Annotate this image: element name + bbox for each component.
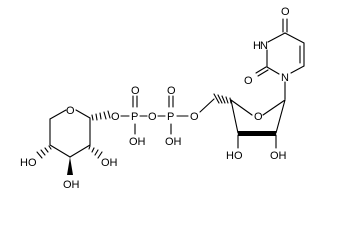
c4-oh-hashed-bond [36,145,52,159]
pyranose-oh-bottom: OH [63,179,80,191]
c2-c1-bond [275,99,286,134]
uracil-n1: N [281,72,289,84]
c6-n1-bond [290,65,305,74]
phosphate-left-oh: OH [129,136,146,148]
c3-c2-bond [69,144,91,158]
c3-c2-bold-bond [238,131,276,136]
structure-diagram: O H N O N O HO OH O P O OH O P O OH [20,6,305,191]
c2-oh-hashed-bond [88,145,103,159]
c1-o-hashed-bond [91,110,111,121]
c4-c5-hashed-bond [213,93,232,104]
c3-oh-wedge-bond [67,157,73,175]
c4-n3-bond [267,32,286,43]
ribose-ring-o: O [254,111,263,123]
phosphate-left-o: O [131,85,140,97]
ribose-oh-right: OH [270,150,287,162]
c5-o-bond [199,98,215,113]
uracil-o-top: O [281,6,290,18]
phosphate-left-p: P [131,111,138,123]
linker-o: O [190,111,199,123]
uracil-o-left: O [244,75,253,87]
n1-c2-bond [266,66,280,75]
c1-o4-bond [262,99,286,116]
molecule-structure: O H N O N O HO OH O P O OH O P O OH [20,6,305,191]
bridge-o: O [148,111,157,123]
ribose-ring-bonds [199,93,286,149]
phosphate-right-p: P [167,111,174,123]
ribose-oh-left: HO [226,150,243,162]
c2-o-bond [255,66,267,74]
c4-c3-bond [230,99,239,134]
pyranose-oh-right: OH [101,157,118,169]
phosphate-right-oh: OH [165,136,182,148]
uracil-nh-n: N [260,40,268,52]
phosphate-right-o: O [167,85,176,97]
uracil-nh-h: H [253,40,261,52]
pyranose-ring-bonds [36,109,111,175]
o5-c5-bond [49,109,67,120]
c4-c5-bond [284,32,305,44]
o4-c4-bond [230,99,253,116]
c2-o-double-bond [257,69,269,77]
pyranose-oh-left: HO [20,157,37,169]
c4-c3-bond [49,144,71,158]
glycosidic-o: O [111,111,120,123]
c1-o5-bond [75,109,91,119]
uracil-ring-bonds [255,18,305,100]
pyranose-ring-o: O [66,105,75,117]
